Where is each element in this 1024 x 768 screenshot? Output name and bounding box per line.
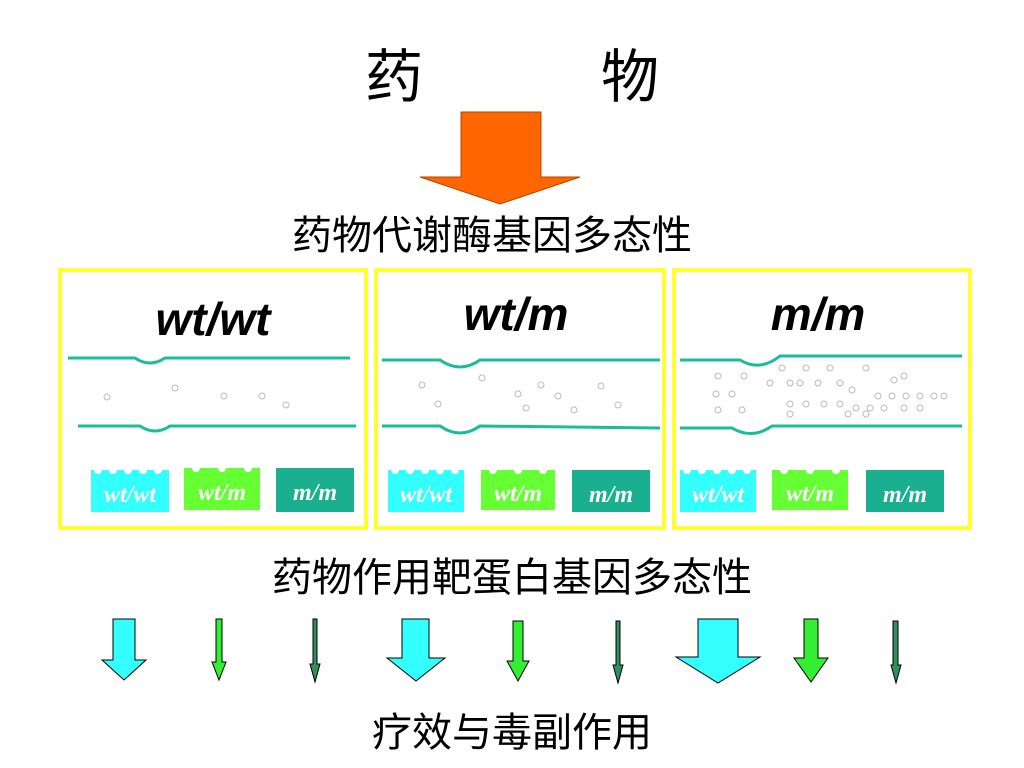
target-polymorphism-label: 药物作用靶蛋白基因多态性 bbox=[272, 555, 752, 601]
chip-label-m-m: m/m bbox=[883, 482, 927, 508]
chip-label-m-m: m/m bbox=[589, 482, 633, 508]
effect-arrow-cyan bbox=[100, 618, 148, 681]
chip-m-m bbox=[276, 468, 354, 512]
receptor-dots bbox=[683, 466, 751, 474]
panel-m-m: m/m wt/wt wt/m m/m bbox=[672, 268, 972, 530]
main-down-arrow bbox=[419, 111, 581, 205]
chip-label-wt-wt: wt/wt bbox=[104, 482, 157, 508]
receptor-dots bbox=[94, 466, 162, 474]
effect-arrow-green bbox=[211, 618, 227, 682]
drug-molecules bbox=[418, 374, 622, 414]
chip-label-wt-wt: wt/wt bbox=[692, 482, 745, 508]
chip-label-wt-m: wt/m bbox=[198, 480, 246, 506]
receptor-dots bbox=[489, 466, 547, 474]
vessel-top-line bbox=[680, 354, 962, 367]
chip-wt-wt bbox=[91, 470, 169, 512]
panel-genotype-title: wt/wt bbox=[156, 293, 273, 345]
chip-m-m bbox=[572, 470, 650, 512]
chip-wt-wt bbox=[680, 470, 756, 512]
chip-label-m-m: m/m bbox=[293, 480, 337, 506]
drug-molecules bbox=[103, 384, 290, 409]
chip-m-m bbox=[866, 470, 944, 512]
effect-arrow-dark bbox=[612, 620, 624, 685]
effect-arrow-dark bbox=[309, 618, 321, 684]
vessel-top-line bbox=[68, 356, 350, 365]
outcome-label: 疗效与毒副作用 bbox=[372, 710, 652, 756]
chip-wt-m bbox=[481, 470, 555, 510]
panel-genotype-title: m/m bbox=[771, 288, 866, 340]
page-title: 药 物 bbox=[364, 43, 719, 111]
chip-label-wt-m: wt/m bbox=[786, 481, 834, 507]
chip-wt-m bbox=[184, 468, 260, 510]
drug-molecules bbox=[712, 364, 948, 418]
receptor-dots bbox=[192, 464, 252, 472]
panel-wt-m: wt/m wt/wt wt/m m/m bbox=[374, 268, 666, 530]
enzyme-polymorphism-label: 药物代谢酶基因多态性 bbox=[292, 213, 692, 259]
chip-wt-wt bbox=[388, 470, 464, 512]
receptor-dots bbox=[391, 466, 459, 474]
receptor-dots bbox=[780, 466, 840, 474]
effect-arrow-cyan bbox=[385, 618, 447, 682]
effect-arrow-green bbox=[793, 618, 829, 683]
effect-arrow-cyan bbox=[674, 618, 762, 684]
vessel-bottom-line bbox=[78, 424, 356, 433]
chip-wt-m bbox=[772, 470, 848, 510]
effect-arrow-green bbox=[506, 620, 530, 683]
chip-label-wt-wt: wt/wt bbox=[400, 482, 453, 508]
vessel-bottom-line bbox=[680, 424, 962, 435]
vessel-bottom-line bbox=[382, 424, 661, 435]
effect-arrow-dark bbox=[890, 620, 902, 685]
panel-wt-wt: wt/wt wt/wt wt/m m/m bbox=[58, 268, 368, 530]
panel-genotype-title: wt/m bbox=[464, 288, 569, 340]
chip-label-wt-m: wt/m bbox=[494, 481, 542, 507]
vessel-top-line bbox=[382, 358, 660, 369]
